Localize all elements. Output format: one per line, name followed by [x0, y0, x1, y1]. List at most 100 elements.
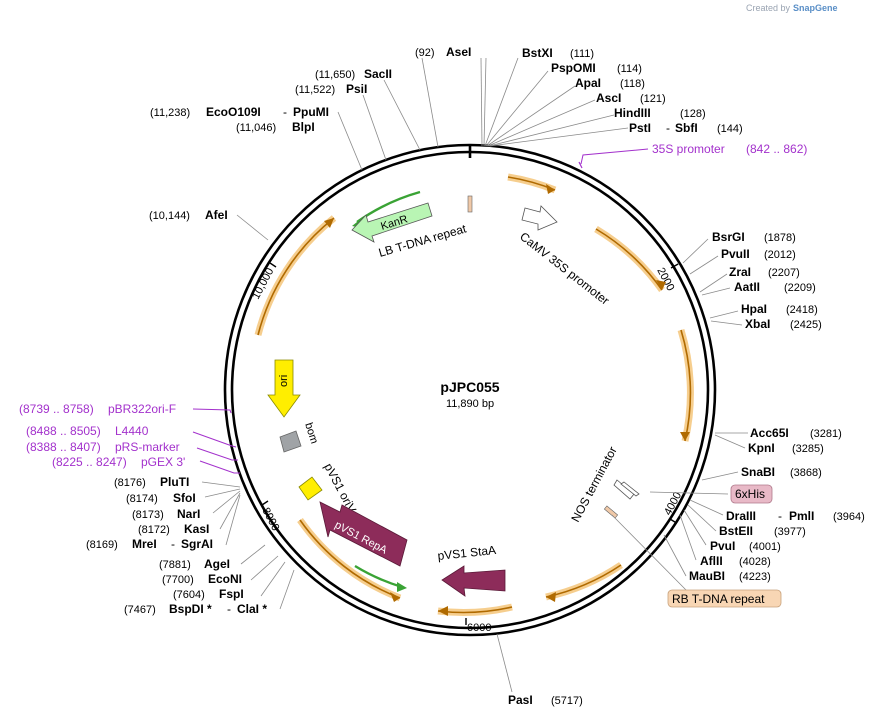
enzyme-separator: - — [171, 537, 175, 551]
leader-line — [204, 488, 241, 498]
orf-arcs — [254, 173, 694, 616]
leader-line — [260, 561, 286, 597]
enzyme-position: (111) — [570, 48, 594, 60]
primer-position: (8739 .. 8758) — [19, 402, 94, 416]
tick-mark-8000 — [261, 500, 269, 506]
enzyme-name-2: SgrAI — [181, 537, 213, 551]
primer-position: (8388 .. 8407) — [26, 440, 101, 454]
enzyme-name-2: SbfI — [675, 121, 698, 135]
leader-line — [699, 273, 728, 293]
enzyme-name: ApaI — [575, 76, 601, 90]
enzyme-name: AseI — [446, 45, 471, 59]
enzyme-name: NarI — [177, 507, 200, 521]
enzyme-name: KasI — [184, 522, 209, 536]
enzyme-position: (3281) — [810, 428, 842, 440]
enzyme-position: (8174) — [126, 493, 158, 505]
kanr-arrow — [351, 202, 433, 243]
enzyme-name: AatII — [734, 280, 760, 294]
primer-leader — [196, 447, 238, 461]
left-leaders — [201, 57, 483, 610]
leader-line — [250, 555, 279, 581]
primer-name: pRS-marker — [115, 440, 180, 454]
enzyme-position: (8169) — [86, 539, 118, 551]
leader-line — [701, 471, 739, 481]
enzyme-name: PvuII — [721, 247, 750, 261]
leader-line — [486, 85, 576, 147]
enzyme-position: (7604) — [173, 589, 205, 601]
enzyme-labels-left: (92) AseI (11,650) SacII (11,522) PsiI (… — [86, 45, 471, 616]
primer-name: 35S promoter — [652, 142, 725, 156]
leader-line — [714, 434, 746, 449]
enzyme-name: SnaBI — [741, 465, 775, 479]
ori-label: ori — [278, 375, 290, 387]
enzyme-separator: - — [227, 602, 231, 616]
enzyme-position: (118) — [620, 78, 645, 90]
enzyme-position: (114) — [617, 63, 642, 75]
orf-arrowhead — [680, 432, 690, 441]
enzyme-name-2: PmlI — [789, 509, 814, 523]
primer-position: (8488 .. 8505) — [26, 424, 101, 438]
leader-line — [212, 490, 241, 514]
leader-line — [689, 255, 719, 275]
enzyme-position: (7467) — [124, 604, 156, 616]
watermark-brand: SnapGene — [793, 3, 838, 13]
nos-terminator-mark-2 — [620, 481, 640, 497]
enzyme-position: (4028) — [739, 556, 771, 568]
enzyme-labels-right: BstXI (111) PspOMI (114) ApaI (118) AscI… — [508, 46, 865, 707]
orf-arrowhead — [438, 606, 448, 616]
leader-line — [483, 57, 487, 147]
tick-mark-4000 — [669, 518, 677, 524]
staa-arrow — [441, 565, 506, 597]
enzyme-position: (8176) — [114, 477, 146, 489]
leader-line — [236, 214, 269, 241]
leader-line — [383, 79, 421, 151]
enzyme-name: EcoNI — [208, 572, 242, 586]
enzyme-name: KpnI — [748, 441, 775, 455]
repa-arc-head — [397, 582, 407, 592]
enzyme-position: (11,238) — [150, 107, 190, 119]
enzyme-name: Acc65I — [750, 426, 789, 440]
orf-arrowhead — [656, 280, 666, 290]
his-tag-box — [730, 484, 773, 504]
leader-line — [487, 99, 596, 147]
repa-arrow — [319, 501, 408, 567]
oriv-box — [298, 476, 323, 501]
enzyme-name-2: PpuMI — [293, 105, 329, 119]
enzyme-name: AscI — [596, 91, 621, 105]
enzyme-name: MreI — [132, 537, 157, 551]
leader-line — [689, 499, 724, 516]
enzyme-separator: - — [778, 509, 782, 523]
enzyme-name: MauBI — [689, 569, 725, 583]
enzyme-separator: - — [283, 105, 287, 119]
enzyme-name: PstI — [629, 121, 651, 135]
enzyme-position: (121) — [640, 93, 666, 105]
enzyme-name: EcoO109I — [206, 105, 261, 119]
enzyme-position: (11,046) — [236, 122, 276, 134]
orf-arc-core — [680, 329, 692, 442]
enzyme-position: (7881) — [159, 559, 191, 571]
leader-line — [480, 57, 483, 147]
enzyme-position: (128) — [680, 108, 706, 120]
orf-arrowhead — [390, 592, 400, 602]
enzyme-name: BsrGI — [712, 230, 745, 244]
primer-position: (842 .. 862) — [746, 142, 807, 156]
right-leaders — [483, 57, 748, 693]
leader-line — [421, 57, 439, 148]
enzyme-name: HindIII — [614, 106, 651, 120]
primer-leaders — [192, 148, 649, 474]
leader-line — [240, 544, 266, 565]
primer-leader — [199, 460, 240, 474]
rb-leader — [611, 514, 689, 593]
enzyme-position: (11,522) — [295, 84, 335, 96]
leader-line — [682, 238, 709, 264]
primer-name: pBR322ori-F — [108, 402, 176, 416]
enzyme-position: (2207) — [768, 267, 800, 279]
enzyme-position: (8172) — [138, 524, 170, 536]
staa-label: pVS1 StaA — [437, 543, 497, 563]
rb-repeat-mark — [603, 505, 619, 519]
watermark-prefix: Created by — [746, 3, 791, 13]
enzyme-name: ZraI — [729, 265, 751, 279]
leader-line — [710, 320, 743, 326]
orf-arrowhead — [546, 184, 555, 194]
enzyme-position: (4001) — [749, 541, 781, 553]
